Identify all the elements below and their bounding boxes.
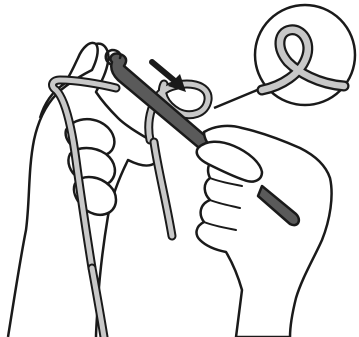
right-hand [197,126,332,337]
arrow-shaft [152,62,176,82]
inset-pointer-line [214,88,262,108]
loop-detail-inset [214,5,355,108]
yarn-working-strand [154,142,172,236]
